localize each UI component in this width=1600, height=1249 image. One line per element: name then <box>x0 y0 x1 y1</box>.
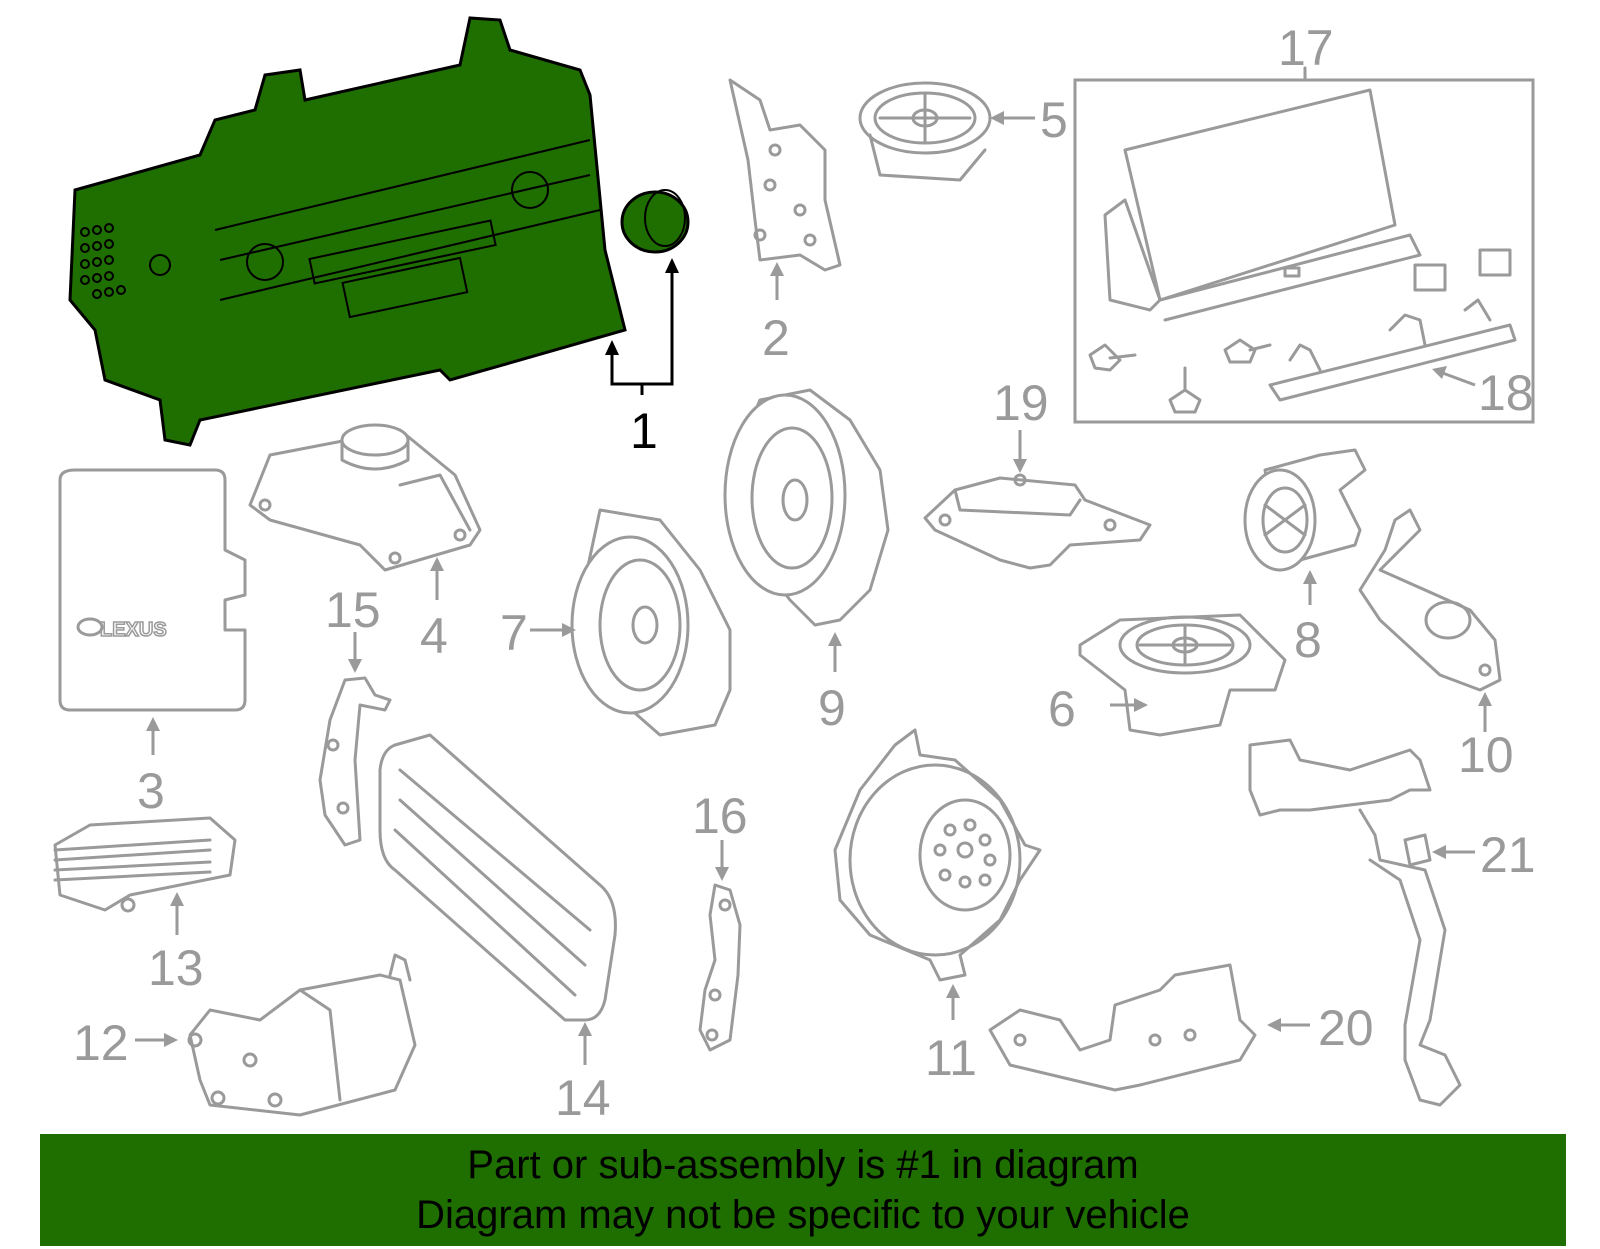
part-17-display-screen[interactable] <box>1103 88 1422 322</box>
part-19-module[interactable] <box>923 473 1152 570</box>
callout-18: 18 <box>1478 365 1534 421</box>
callout-20-arrow <box>1267 1018 1310 1032</box>
callout-11-arrow <box>946 984 960 1020</box>
part-17-clips[interactable] <box>1413 248 1512 292</box>
callout-11: 11 <box>925 1030 977 1086</box>
part-9-speaker[interactable] <box>723 388 890 627</box>
part-17-display-assembly-box <box>1073 66 1535 424</box>
callout-1: 1 <box>630 403 658 459</box>
callout-13: 13 <box>148 940 204 996</box>
callout-16: 16 <box>692 788 748 844</box>
callout-8-arrow <box>1303 570 1317 605</box>
callout-19: 19 <box>993 375 1049 431</box>
callout-20: 20 <box>1318 1000 1374 1056</box>
callout-19-arrow <box>1013 430 1027 473</box>
callout-5: 5 <box>1040 92 1068 148</box>
callout-13-arrow <box>170 892 184 935</box>
callout-14-arrow <box>578 1022 592 1065</box>
part-21-wiring-bracket[interactable] <box>1248 738 1462 1107</box>
part-17-screws[interactable] <box>1088 338 1272 414</box>
part-5-tweeter[interactable] <box>858 81 992 182</box>
banner-line-2: Diagram may not be specific to your vehi… <box>416 1193 1190 1237</box>
callout-21-arrow <box>1432 845 1475 859</box>
callout-7-arrow <box>530 623 576 637</box>
callout-10-arrow <box>1478 692 1492 732</box>
callout-7: 7 <box>500 605 528 661</box>
part-7-speaker[interactable] <box>570 508 732 737</box>
callout-21: 21 <box>1480 827 1536 883</box>
info-banner: Part or sub-assembly is #1 in diagram Di… <box>40 1134 1566 1246</box>
part-8-tweeter[interactable] <box>1243 448 1367 572</box>
callout-9: 9 <box>818 680 846 736</box>
callout-15-arrow <box>348 632 362 673</box>
callout-3-arrow <box>146 717 160 755</box>
banner-line-1: Part or sub-assembly is #1 in diagram <box>467 1143 1139 1187</box>
part-1-knob[interactable] <box>620 189 690 254</box>
part-12-amplifier[interactable] <box>187 953 417 1117</box>
part-15-bracket[interactable] <box>318 676 392 847</box>
callout-4-arrow <box>430 557 444 600</box>
part-11-subwoofer[interactable] <box>833 728 1042 982</box>
part-20-bracket[interactable] <box>988 963 1257 1092</box>
part-14-speaker-grille[interactable] <box>378 733 617 1022</box>
callout-2: 2 <box>762 310 790 366</box>
callout-3: 3 <box>137 763 165 819</box>
part-16-bracket[interactable] <box>698 883 742 1052</box>
lexus-logo-text: LEXUS <box>100 619 167 641</box>
callout-1-leader <box>605 258 679 395</box>
part-13-module[interactable] <box>53 816 237 913</box>
callout-15: 15 <box>325 582 381 638</box>
callout-14: 14 <box>555 1070 611 1126</box>
part-3-owners-manual[interactable]: LEXUS <box>58 468 247 712</box>
callout-10: 10 <box>1458 727 1514 783</box>
part-10-speaker-assembly[interactable] <box>1358 508 1502 692</box>
part-4-remote-touch-controller[interactable] <box>248 423 482 572</box>
callout-4: 4 <box>420 608 448 664</box>
part-1-radio-head-unit[interactable] <box>68 16 627 447</box>
part-18-bracket[interactable] <box>1268 298 1517 402</box>
part-2-bracket[interactable] <box>728 78 842 272</box>
part-6-speaker[interactable] <box>1078 613 1287 737</box>
callout-2-arrow <box>770 262 784 300</box>
callout-8: 8 <box>1294 612 1322 668</box>
callout-16-arrow <box>715 840 729 881</box>
callout-12: 12 <box>73 1015 129 1071</box>
callout-9-arrow <box>828 632 842 672</box>
callout-18-arrow <box>1432 366 1476 387</box>
callout-6-arrow <box>1110 698 1148 712</box>
callout-12-arrow <box>135 1033 178 1047</box>
callout-5-arrow <box>990 111 1035 125</box>
callout-6: 6 <box>1048 681 1076 737</box>
callout-17: 17 <box>1278 20 1334 76</box>
